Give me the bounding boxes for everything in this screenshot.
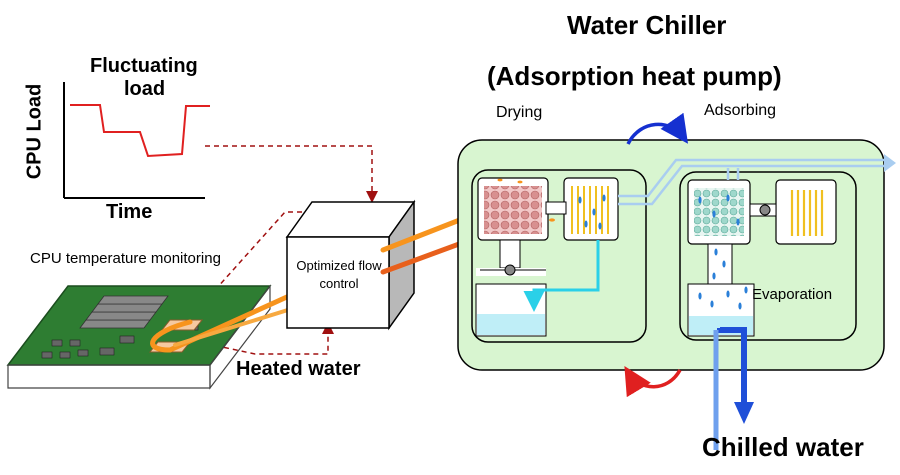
graph-title-line2: load: [124, 78, 166, 100]
cycle-arrow-red-icon: [624, 366, 682, 398]
graph-title-line1: Fluctuating: [90, 55, 198, 77]
chiller-unit: [457, 139, 896, 450]
adsorbing-label: Adsorbing: [704, 102, 777, 119]
flow-control-box: [285, 199, 416, 331]
cpu-load-graph: [63, 82, 210, 199]
chiller-title-line2: (Adsorption heat pump): [487, 61, 782, 91]
cycle-arrow-blue-icon: [626, 112, 689, 145]
evaporation-label: Evaporation: [752, 286, 833, 303]
graph-y-label: CPU Load: [23, 83, 46, 180]
drying-label: Drying: [496, 104, 543, 121]
graph-x-label: Time: [106, 201, 153, 223]
flow-control-label-line1: Optimized flow: [296, 258, 382, 273]
flow-control-label-line2: control: [319, 276, 359, 291]
heated-water-label: Heated water: [236, 358, 361, 380]
cpu-monitoring-label: CPU temperature monitoring: [30, 250, 221, 267]
chiller-title-line1: Water Chiller: [567, 10, 727, 40]
load-curve: [70, 104, 210, 158]
chilled-water-label: Chilled water: [702, 432, 864, 462]
cpu-board: [6, 284, 272, 390]
